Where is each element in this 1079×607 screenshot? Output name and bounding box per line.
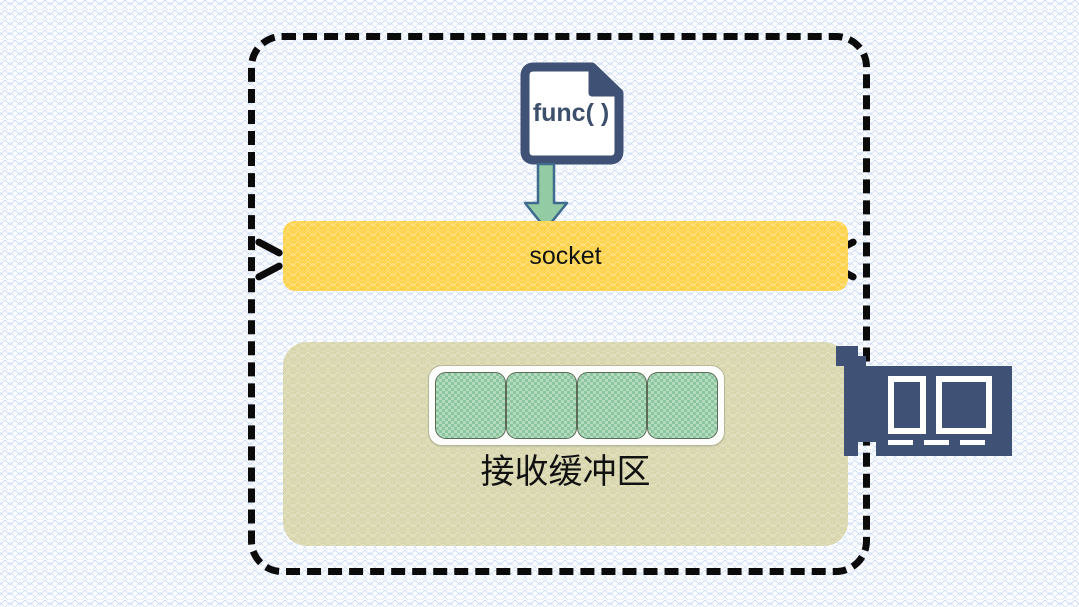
read-arrow-icon [522,163,570,231]
packet-queue-track [428,365,725,446]
network-card-icon [836,346,1012,477]
socket-layer: socket [283,221,848,291]
func-document-icon: func( ) [516,62,624,165]
receive-buffer-panel: 接收缓冲区 [283,342,848,546]
packet-block [505,372,577,439]
packet-block [435,372,506,439]
func-label: func( ) [532,99,610,127]
socket-label: socket [529,241,602,270]
receive-buffer-label: 接收缓冲区 [480,452,651,492]
boundary-notch-left [252,232,286,286]
packet-block [576,372,648,439]
packet-block [647,372,718,439]
